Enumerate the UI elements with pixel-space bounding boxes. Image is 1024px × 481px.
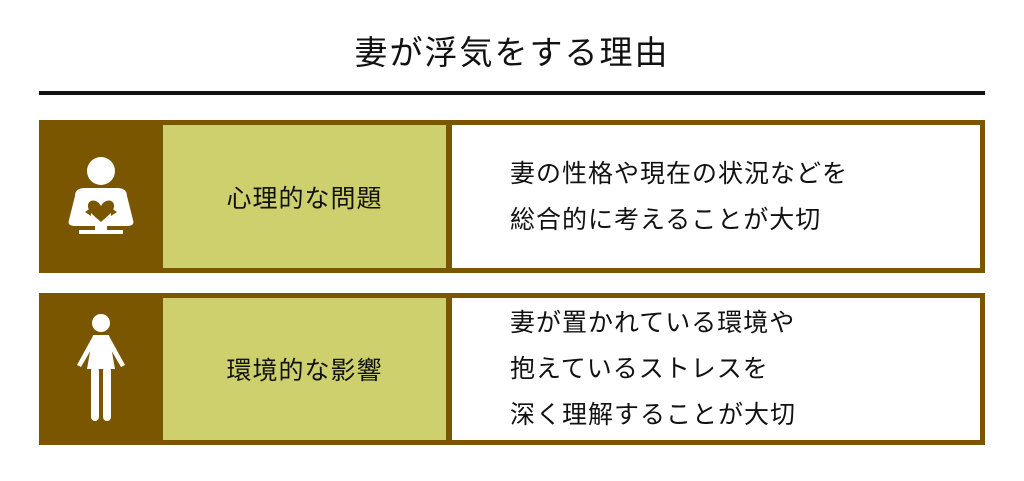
- reason-row-environmental: 環境的な影響 妻が置かれている環境や 抱えているストレスを 深く理解することが大…: [39, 293, 985, 445]
- icon-cell: [39, 120, 163, 273]
- description-line: 深く理解することが大切: [510, 400, 797, 429]
- reason-label: 環境的な影響: [163, 298, 446, 440]
- woman-icon: [71, 313, 131, 425]
- description-line: 妻の性格や現在の状況などを: [510, 158, 849, 188]
- description-line: 抱えているストレスを: [510, 354, 769, 383]
- reason-row-psychological: 心理的な問題 妻の性格や現在の状況などを 総合的に考えることが大切: [39, 120, 985, 273]
- person-holding-heart-icon: [61, 156, 141, 238]
- title-divider: [39, 91, 985, 95]
- reason-label: 心理的な問題: [163, 125, 446, 268]
- reason-description: 妻が置かれている環境や 抱えているストレスを 深く理解することが大切: [452, 298, 980, 440]
- page-title: 妻が浮気をする理由: [354, 33, 670, 72]
- icon-cell: [39, 293, 163, 445]
- description-line: 総合的に考えることが大切: [510, 204, 822, 234]
- reason-description: 妻の性格や現在の状況などを 総合的に考えることが大切: [452, 125, 980, 268]
- description-line: 妻が置かれている環境や: [510, 308, 796, 337]
